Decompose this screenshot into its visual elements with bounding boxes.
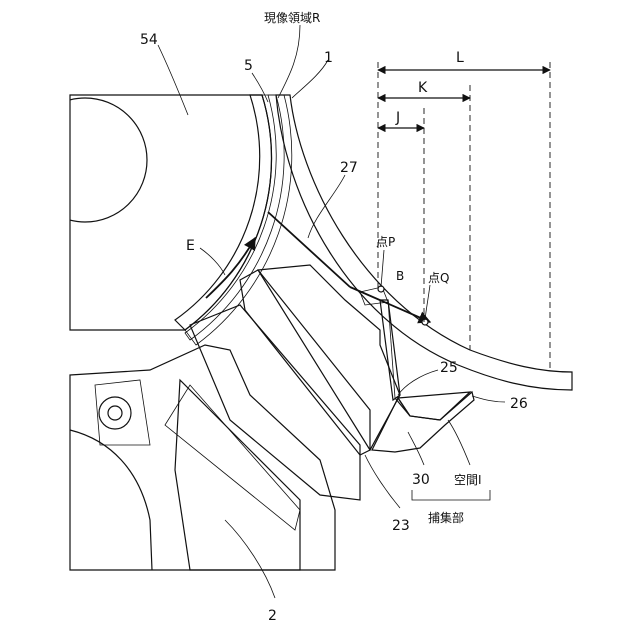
label-23: 23 xyxy=(392,518,410,534)
label-5: 5 xyxy=(244,58,253,74)
label-E: E xyxy=(186,238,195,254)
label-2: 2 xyxy=(268,608,277,624)
developer-housing-2 xyxy=(70,345,335,570)
label-26: 26 xyxy=(510,396,528,412)
label-1: 1 xyxy=(324,50,333,66)
label-development-region: 現像領域R xyxy=(264,10,320,25)
screw-hole xyxy=(99,397,131,429)
label-space-i: 空間I xyxy=(454,473,482,487)
label-collection-part: 捕集部 xyxy=(428,510,464,525)
label-dim-L: L xyxy=(456,50,464,66)
label-27: 27 xyxy=(340,160,358,176)
label-25: 25 xyxy=(440,360,458,376)
developing-sleeve-54 xyxy=(23,95,272,330)
dimension-guides xyxy=(378,62,550,368)
magnet-core xyxy=(23,98,147,222)
screw-hole-inner xyxy=(108,406,122,420)
label-30: 30 xyxy=(412,472,430,488)
label-dim-K: K xyxy=(418,80,428,96)
label-point-b: B xyxy=(396,269,404,283)
label-54: 54 xyxy=(140,32,158,48)
label-point-p: 点P xyxy=(376,235,395,249)
collection-container-26 xyxy=(372,392,474,452)
label-point-q: 点Q xyxy=(428,271,449,285)
label-dim-J: J xyxy=(395,110,400,126)
